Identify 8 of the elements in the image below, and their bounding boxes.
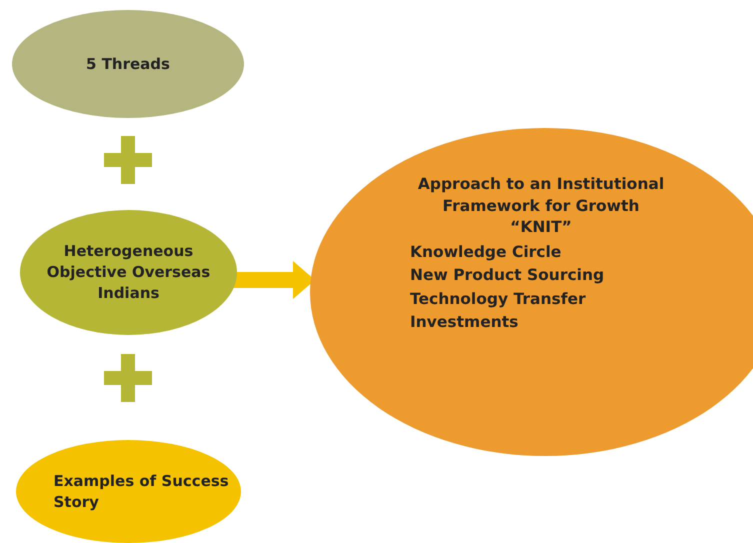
node-label: 5 Threads bbox=[85, 54, 171, 74]
list-item: Investments bbox=[410, 312, 520, 333]
list-item: Knowledge Circle bbox=[410, 242, 562, 264]
node-heading: Approach to an Institutional Framework for Growth “KNIT” bbox=[416, 174, 666, 238]
node-label: Examples of Success Story bbox=[52, 470, 230, 512]
list-item: Technology Transfer bbox=[410, 288, 587, 310]
node-label: Heterogeneous Objective Overseas Indians bbox=[46, 241, 212, 304]
list-item: New Product Sourcing bbox=[410, 265, 606, 286]
